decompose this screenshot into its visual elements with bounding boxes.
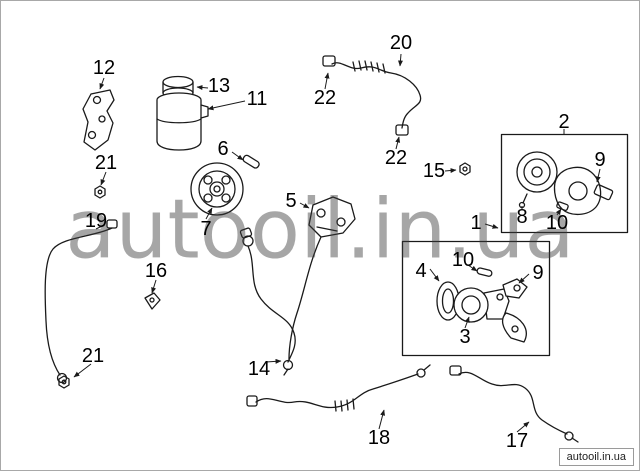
part-reservoir-11-13: [156, 75, 209, 151]
part-stud-6: [242, 154, 260, 169]
callout-label-19: 19: [84, 210, 108, 232]
callout-label-17: 17: [505, 430, 529, 452]
part-pump-assembly-2: [516, 151, 614, 216]
credit-badge: autooil.in.ua: [558, 448, 634, 466]
part-bracket-5: [308, 196, 356, 238]
callout-label-18: 18: [367, 427, 391, 449]
callout-label-14: 14: [247, 358, 271, 380]
callout-label-5: 5: [285, 190, 297, 212]
callout-label-9: 9: [532, 262, 544, 284]
callout-leader-lines: [73, 53, 601, 433]
callout-label-15: 15: [422, 160, 446, 182]
part-nut-21-bottom: [58, 375, 70, 389]
credit-text: autooil.in.ua: [566, 451, 626, 463]
callout-label-9: 9: [594, 149, 606, 171]
callout-label-1: 1: [470, 212, 482, 234]
callout-label-22: 22: [313, 87, 337, 109]
group-box-2: [500, 133, 629, 234]
part-mount-bracket-12: [82, 89, 115, 151]
callout-label-3: 3: [459, 326, 471, 348]
callout-label-22: 22: [384, 147, 408, 169]
callout-label-11: 11: [246, 88, 268, 110]
callout-label-8: 8: [516, 206, 528, 228]
callout-label-10: 10: [545, 212, 569, 234]
callout-label-2: 2: [558, 111, 570, 133]
part-hose-17: [449, 365, 579, 443]
callout-label-12: 12: [92, 57, 116, 79]
part-clip-16: [144, 292, 161, 310]
part-pressure-hose-14: [239, 227, 322, 376]
callout-label-13: 13: [207, 75, 231, 97]
callout-label-21: 21: [94, 152, 118, 174]
callout-label-21: 21: [81, 345, 105, 367]
part-hose-20: [322, 55, 422, 136]
callout-label-10: 10: [451, 249, 475, 271]
part-nut-21-top: [94, 185, 106, 199]
callout-label-16: 16: [144, 260, 168, 282]
callout-label-20: 20: [389, 32, 413, 54]
part-pump-3-group: [436, 267, 528, 343]
group-box-pump: [401, 240, 551, 357]
part-pulley-7: [190, 162, 244, 216]
callout-label-7: 7: [200, 218, 212, 240]
part-nut-15: [459, 162, 471, 176]
callout-label-4: 4: [415, 260, 427, 282]
part-hose-18: [246, 364, 431, 412]
callout-label-6: 6: [217, 138, 229, 160]
